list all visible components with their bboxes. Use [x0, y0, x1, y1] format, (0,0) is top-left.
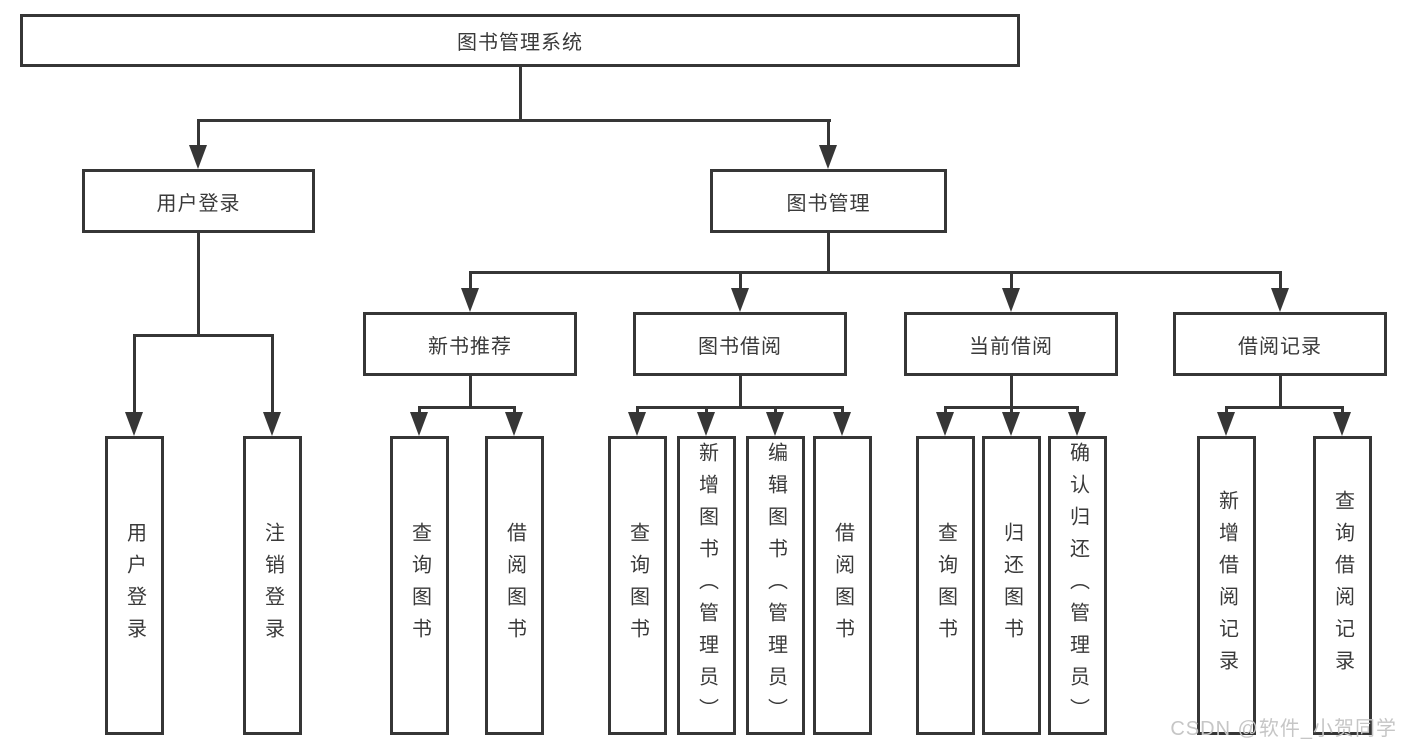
connector-line — [1225, 406, 1228, 416]
arrowhead-icon — [766, 412, 784, 436]
node-label: 图书管理系统 — [457, 32, 583, 54]
connector-line — [271, 334, 274, 414]
leaf-label: 查询借阅记录 — [1331, 489, 1354, 682]
connector-line — [841, 406, 844, 416]
connector-line — [739, 376, 742, 409]
leaf-label: 借阅图书 — [831, 521, 854, 650]
arrowhead-icon — [461, 288, 479, 312]
arrowhead-icon — [189, 145, 207, 169]
leaf-label: 注销登录 — [261, 521, 284, 650]
leaf-label: 用户登录 — [123, 521, 146, 650]
connector-line — [827, 233, 830, 274]
connector-line — [469, 376, 472, 409]
arrowhead-icon — [628, 412, 646, 436]
arrowhead-icon — [833, 412, 851, 436]
connector-line — [519, 67, 522, 122]
leaf-label: 编辑图书（管理员） — [764, 441, 787, 730]
connector-line — [636, 406, 844, 409]
leaf-label: 借阅图书 — [503, 521, 526, 650]
node-label: 新书推荐 — [428, 335, 512, 358]
arrowhead-icon — [1002, 412, 1020, 436]
leaf-newbook-borrow-book: 借阅图书 — [485, 436, 544, 735]
node-book-borrow: 图书借阅 — [633, 312, 847, 376]
csdn-watermark: CSDN @软件_小贺同学 — [1170, 718, 1397, 740]
connector-line — [739, 271, 742, 290]
leaf-query-borrow-record: 查询借阅记录 — [1313, 436, 1372, 735]
arrowhead-icon — [697, 412, 715, 436]
arrowhead-icon — [125, 412, 143, 436]
arrowhead-icon — [1002, 288, 1020, 312]
node-label: 用户登录 — [156, 192, 241, 215]
arrowhead-icon — [1271, 288, 1289, 312]
connector-line — [944, 406, 947, 416]
leaf-newbook-query-book: 查询图书 — [390, 436, 449, 735]
leaf-label: 确认归还（管理员） — [1066, 441, 1089, 730]
arrowhead-icon — [731, 288, 749, 312]
leaf-add-book-admin: 新增图书（管理员） — [677, 436, 736, 735]
leaf-return-book: 归还图书 — [982, 436, 1041, 735]
connector-line — [469, 271, 472, 290]
leaf-label: 新增图书（管理员） — [695, 441, 718, 730]
node-user-login: 用户登录 — [82, 169, 315, 233]
leaf-logout: 注销登录 — [243, 436, 302, 735]
connector-line — [513, 406, 516, 416]
leaf-label: 归还图书 — [1000, 521, 1023, 650]
leaf-user-login: 用户登录 — [105, 436, 164, 735]
leaf-current-query-book: 查询图书 — [916, 436, 975, 735]
connector-line — [1010, 271, 1013, 290]
node-current-borrow: 当前借阅 — [904, 312, 1118, 376]
leaf-borrow-borrow-book: 借阅图书 — [813, 436, 872, 735]
arrowhead-icon — [263, 412, 281, 436]
arrowhead-icon — [410, 412, 428, 436]
connector-line — [418, 406, 421, 416]
leaf-borrow-query-book: 查询图书 — [608, 436, 667, 735]
connector-line — [1225, 406, 1344, 409]
leaf-label: 查询图书 — [626, 521, 649, 650]
node-root-library-system: 图书管理系统 — [20, 14, 1020, 67]
leaf-confirm-return-admin: 确认归还（管理员） — [1048, 436, 1107, 735]
node-borrow-record: 借阅记录 — [1173, 312, 1387, 376]
connector-line — [133, 334, 274, 337]
connector-line — [636, 406, 639, 416]
leaf-label: 查询图书 — [934, 521, 957, 650]
node-new-book-recommend: 新书推荐 — [363, 312, 577, 376]
arrowhead-icon — [936, 412, 954, 436]
leaf-label: 查询图书 — [408, 521, 431, 650]
connector-line — [827, 119, 830, 147]
arrowhead-icon — [1217, 412, 1235, 436]
leaf-label: 新增借阅记录 — [1215, 489, 1238, 682]
node-book-management: 图书管理 — [710, 169, 947, 233]
connector-line — [1341, 406, 1344, 416]
connector-line — [1279, 271, 1282, 290]
node-label: 当前借阅 — [969, 335, 1053, 358]
node-label: 借阅记录 — [1238, 335, 1322, 358]
connector-line — [133, 334, 136, 414]
connector-line — [774, 406, 777, 416]
connector-line — [197, 119, 200, 147]
arrowhead-icon — [819, 145, 837, 169]
arrowhead-icon — [1333, 412, 1351, 436]
connector-line — [1076, 406, 1079, 416]
connector-line — [1010, 376, 1013, 409]
connector-line — [705, 406, 708, 416]
node-label: 图书借阅 — [698, 335, 782, 358]
connector-line — [418, 406, 516, 409]
leaf-edit-book-admin: 编辑图书（管理员） — [746, 436, 805, 735]
arrowhead-icon — [505, 412, 523, 436]
leaf-add-borrow-record: 新增借阅记录 — [1197, 436, 1256, 735]
node-label: 图书管理 — [786, 192, 871, 215]
connector-line — [1010, 406, 1013, 416]
connector-line — [197, 119, 831, 122]
connector-line — [197, 233, 200, 337]
connector-line — [1279, 376, 1282, 409]
arrowhead-icon — [1068, 412, 1086, 436]
connector-line — [469, 271, 1282, 274]
